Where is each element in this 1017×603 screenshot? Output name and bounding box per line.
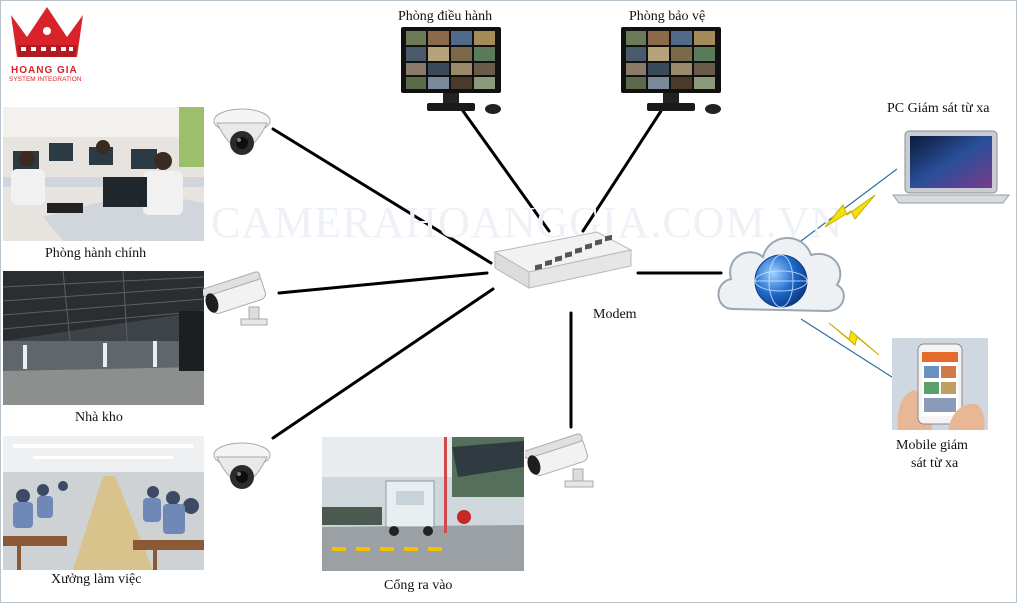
label-mobile-remote-2: sát từ xa [911,456,959,471]
crown-logo-icon [11,7,83,57]
label-security-room: Phòng bảo vệ [629,9,706,24]
bullet-camera-icon [525,433,594,488]
internet-cloud-icon [717,237,845,313]
gate-photo [322,437,524,571]
link-dome-camera-2 [271,287,495,440]
label-gate: Cổng ra vào [384,578,453,593]
dome-camera-icon [213,108,271,155]
label-admin-room: Phòng hành chính [45,246,147,261]
laptop-icon [892,130,1010,204]
label-modem: Modem [593,307,637,322]
wireless-lightning-icon [824,194,876,228]
brand-tagline: SYSTEM INTEGRATION [9,76,82,83]
bullet-camera-icon [203,271,268,326]
link-bullet-camera-1 [277,271,489,295]
watermark-text: CAMERAHOANGGIA.COM.VN [211,198,844,247]
link-dome-camera-1 [271,127,493,265]
brand-name: HOANG GIA [11,65,78,76]
link-security-room [581,109,663,233]
monitor-icon [401,27,501,114]
label-workshop: Xưởng làm việc [51,572,142,587]
mobile-phone-icon [892,338,988,430]
link-control-room [461,109,551,233]
monitor-icon [621,27,721,114]
warehouse-photo [3,271,204,405]
dome-camera-icon [213,442,271,489]
admin-office-photo [3,107,204,241]
modem-switch-icon [493,231,633,289]
workshop-photo [3,436,204,570]
label-control-room: Phòng điều hành [398,9,493,24]
wireless-lightning-icon [828,322,880,356]
label-mobile-remote-1: Mobile giám [896,438,968,453]
label-pc-remote: PC Giám sát từ xa [887,101,990,116]
label-warehouse: Nhà kho [75,410,123,425]
